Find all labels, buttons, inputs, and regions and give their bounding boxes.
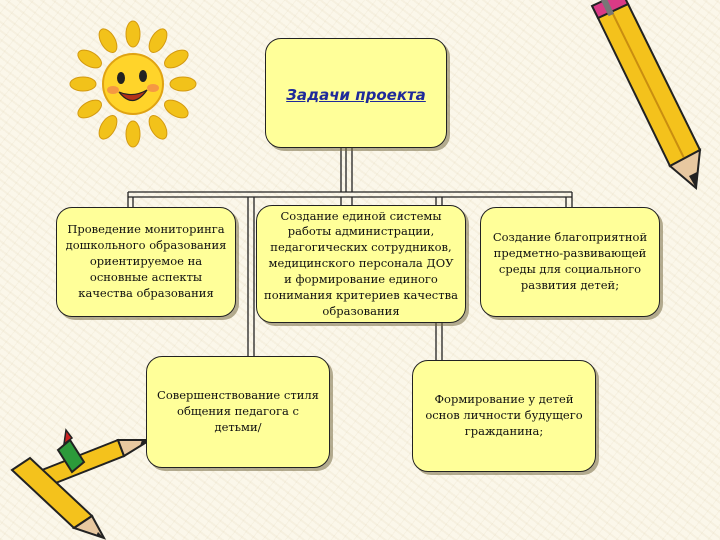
task-text-monitoring: Проведение мониторинга дошкольного образ… <box>65 222 227 300</box>
task-text-environment: Создание благоприятной предметно-развива… <box>492 230 648 292</box>
task-box-environment: Создание благоприятной предметно-развива… <box>480 207 660 317</box>
project-tasks-title-box: Задачи проекта <box>265 38 447 148</box>
task-box-monitoring: Проведение мониторинга дошкольного образ… <box>56 207 236 317</box>
task-text-communication-style: Совершенствование стиля общения педагога… <box>157 388 319 434</box>
task-box-communication-style: Совершенствование стиля общения педагога… <box>146 356 330 468</box>
diagram-title: Задачи проекта <box>286 86 426 104</box>
task-box-citizenship: Формирование у детей основ личности буду… <box>412 360 596 472</box>
task-text-unified-system: Создание единой системы работы администр… <box>264 208 458 318</box>
task-text-citizenship: Формирование у детей основ личности буду… <box>425 392 583 438</box>
task-box-unified-system: Создание единой системы работы администр… <box>256 205 466 323</box>
